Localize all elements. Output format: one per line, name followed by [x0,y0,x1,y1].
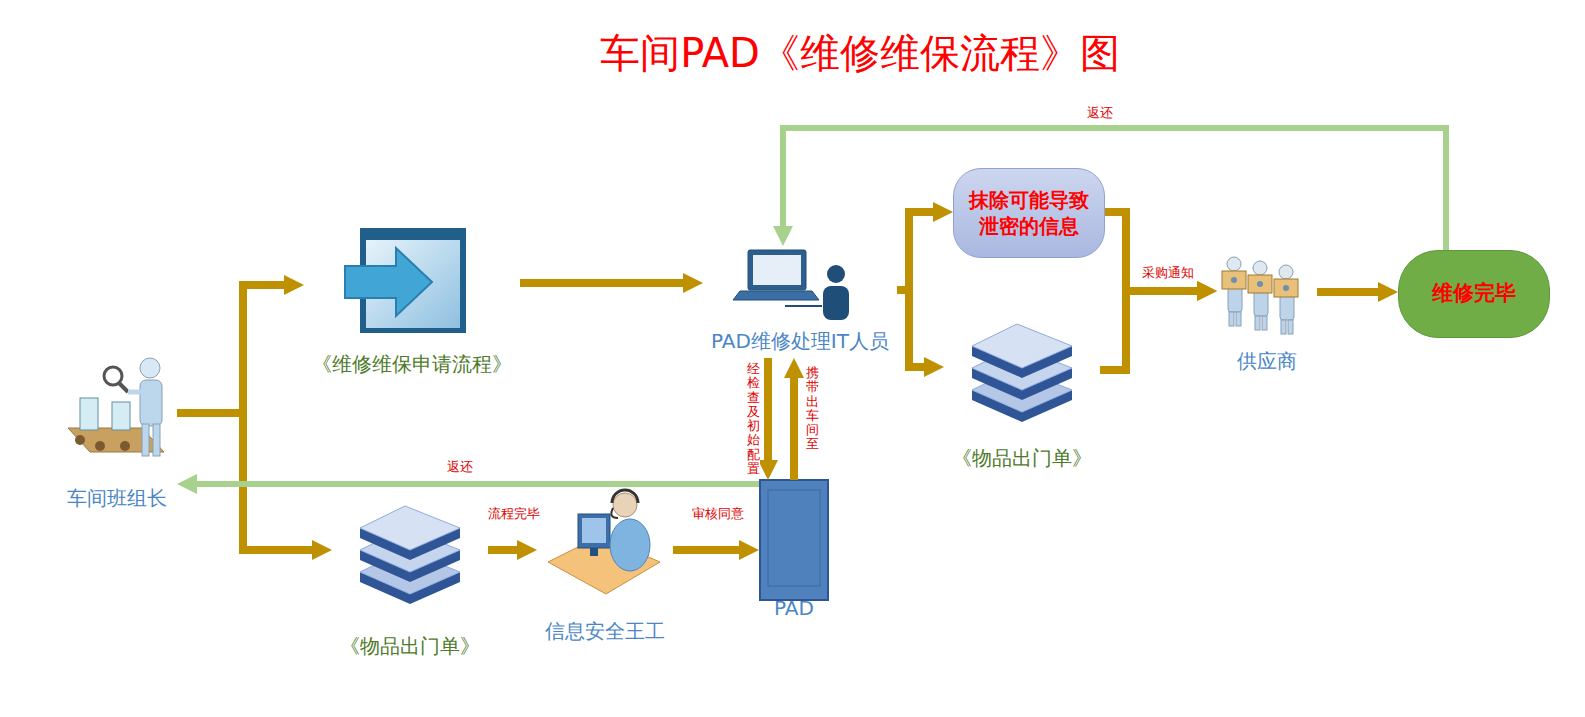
node-label: 维修完毕 [1432,280,1516,307]
conveyor-worker-icon [80,398,98,430]
edge-label: 采购通知 [1140,265,1196,281]
edge-label: 审核同意 [690,506,746,522]
supplier-icon [1248,261,1272,330]
document-node: 《物品出门单》 [944,312,1100,475]
flow-arrow [1105,212,1205,291]
edge-label: 携带出车间至 [806,366,819,452]
security-officer-icon [612,490,638,503]
flow-arrow [897,212,941,290]
diagram-title: 车间PAD《维修维保流程》图 [600,26,1120,81]
security-officer-icon [548,490,660,594]
conveyor-worker-icon [68,358,164,456]
flow-arrow [520,279,691,287]
flow-arrow [764,358,772,468]
it-staff-icon [748,250,806,290]
flow-arrow [189,481,759,487]
device-node: PAD [759,480,829,625]
it-staff-icon [827,265,845,283]
edge-label: 返还 [445,459,475,475]
conveyor-worker-icon [142,424,149,456]
conveyor-worker-icon [120,441,130,451]
security-officer-icon [590,548,598,556]
process-box: 抹除可能导致泄密的信息 [953,168,1105,258]
conveyor-worker-icon [68,428,164,452]
process-window-icon [345,248,432,316]
flow-arrow [790,370,798,480]
conveyor-worker-icon [95,441,105,451]
conveyor-worker-icon [128,390,142,395]
document-node: 《物品出门单》 [332,493,488,663]
node-label: 《物品出门单》 [340,633,480,659]
flow-arrow [1317,288,1386,296]
conveyor-worker-icon [112,402,130,430]
person-node: 车间班组长 [57,355,177,515]
person-node: PAD维修处理IT人员 [703,246,897,358]
flow-arrow [673,546,747,554]
conveyor-worker-icon [104,367,122,385]
flow-arrow [783,128,1446,250]
supplier-icon [1222,257,1298,334]
security-officer-icon [613,493,637,517]
person-node: 信息安全王工 [537,488,673,648]
node-label: 抹除可能导致泄密的信息 [964,187,1094,239]
illustration-layer [972,324,1072,422]
it-staff-icon [753,255,801,285]
node-label: PAD维修处理IT人员 [711,328,889,354]
pad-device [768,490,820,586]
it-staff-icon [785,305,822,307]
supplier-icon [1274,265,1298,334]
node-label: 车间班组长 [67,485,167,511]
node-label: PAD [774,595,814,621]
edge-label: 经检查及初始配置 [747,362,760,476]
terminal-box: 维修完毕 [1398,250,1550,338]
edge-label: 流程完毕 [486,506,542,522]
conveyor-worker-icon [153,424,160,456]
illustration-layer [360,506,460,604]
supplier-icon [1222,257,1246,326]
process-window-icon [345,228,466,333]
process-node: 《维修维保申请流程》 [304,226,520,381]
pad-device [760,480,828,600]
edge-label: 返还 [1085,105,1115,121]
flow-arrow [1100,291,1205,370]
node-label: 《物品出门单》 [952,445,1092,471]
conveyor-worker-icon [140,358,160,378]
conveyor-worker-icon [75,435,85,445]
flow-arrow [177,285,292,413]
security-officer-icon [578,514,610,548]
node-label: 《维修维保申请流程》 [312,351,512,377]
node-label: 供应商 [1237,348,1297,374]
security-officer-icon [610,519,650,571]
flow-arrow [897,290,932,367]
node-label: 信息安全王工 [545,618,665,644]
security-officer-icon [582,518,606,543]
conveyor-worker-icon [119,383,128,392]
it-staff-icon [733,250,849,320]
pad-device [760,480,828,600]
it-staff-icon [823,286,849,320]
supplier-node: 供应商 [1217,253,1317,378]
flow-arrow [488,546,525,554]
conveyor-worker-icon [140,380,162,426]
it-staff-icon [733,291,819,300]
security-officer-icon [611,508,618,518]
